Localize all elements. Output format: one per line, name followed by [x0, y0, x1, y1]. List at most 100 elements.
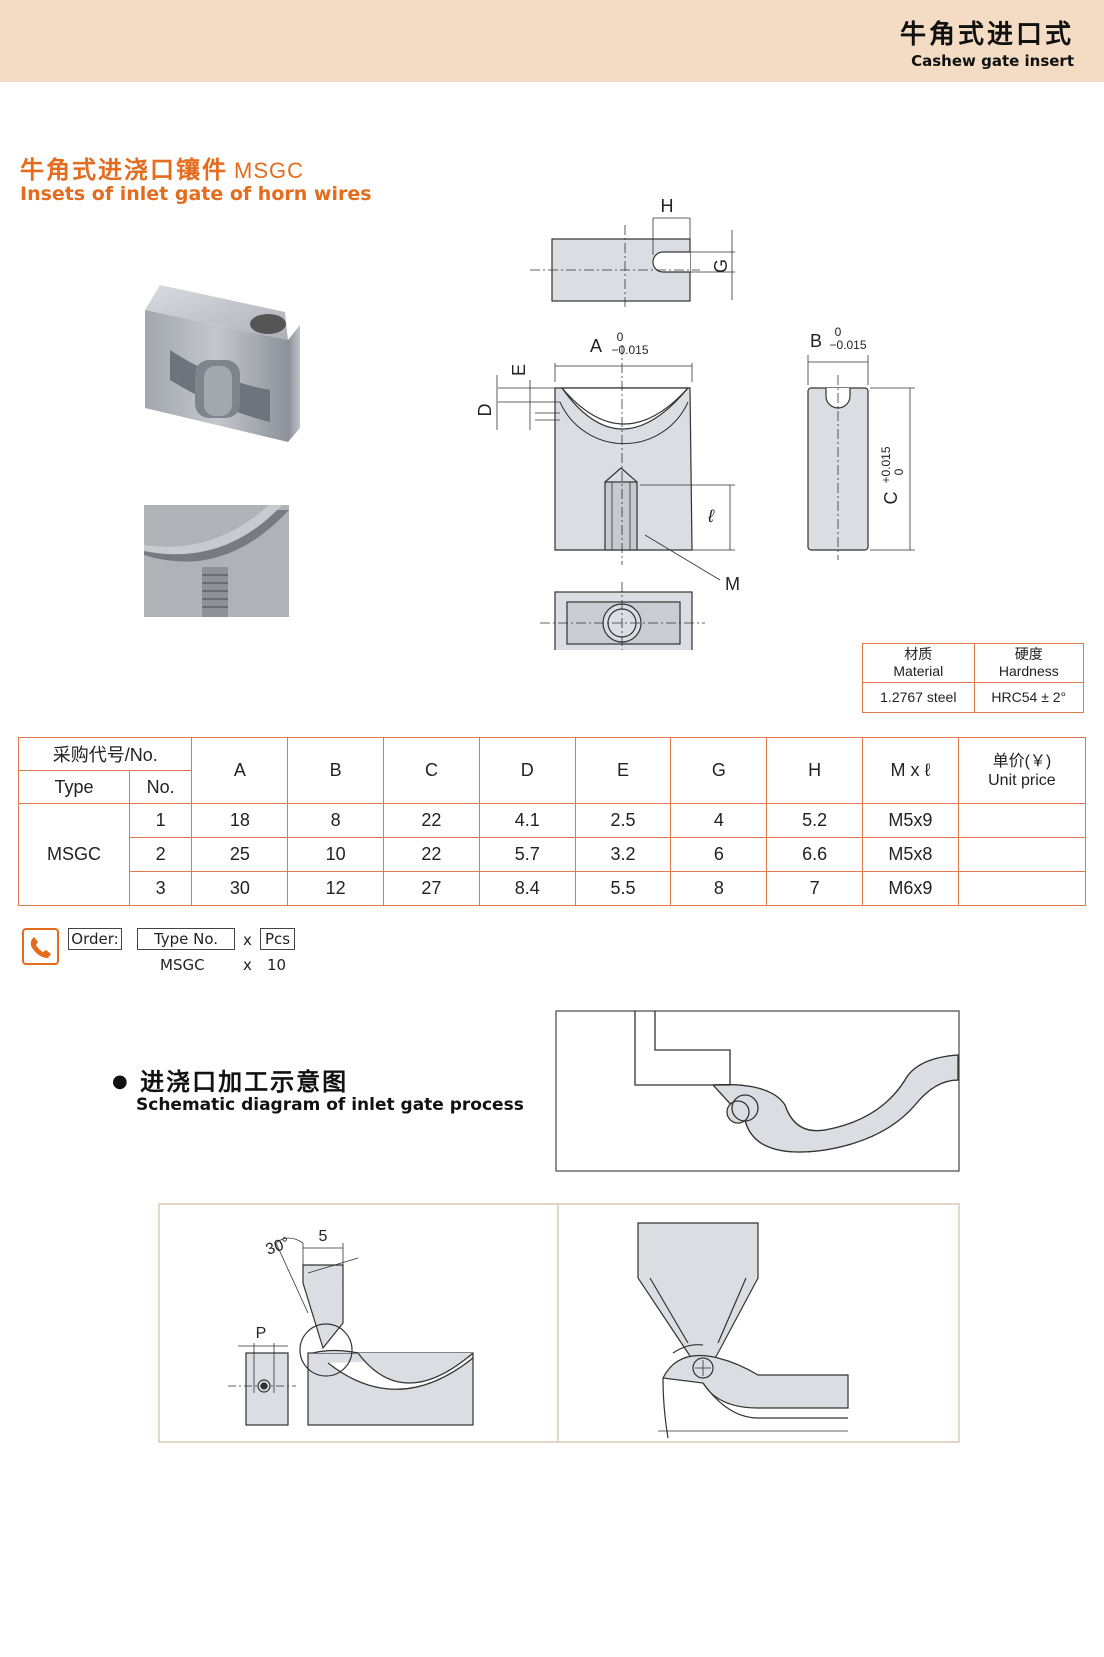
- type-cell: MSGC: [18, 803, 130, 906]
- price-en: Unit price: [988, 771, 1056, 789]
- schematic-diagram-1: [555, 1010, 960, 1172]
- top-view: [530, 217, 735, 310]
- cell-a: 30: [191, 871, 289, 906]
- cell-no: 1: [128, 803, 193, 838]
- schematic-title-cn: ● 进浇口加工示意图: [112, 1062, 348, 1097]
- dim-b: B: [810, 331, 822, 351]
- header-no-short: No.: [128, 770, 193, 804]
- table-row: 3 30 12 27 8.4 5.5 8 7 M6x9: [19, 871, 1087, 906]
- col-c: C: [383, 737, 480, 804]
- order-type-label: Type No.: [137, 928, 235, 950]
- cell-m: M5x9: [862, 803, 959, 838]
- tol-a-bottom: −0.015: [611, 343, 648, 357]
- cell-price: [957, 837, 1087, 872]
- cell-h: 7: [766, 871, 864, 906]
- tol-c-top: +0.015: [879, 446, 893, 483]
- tool-diagram-right: [637, 1222, 849, 1439]
- header-title-en: Cashew gate insert: [911, 52, 1074, 70]
- cell-b: 8: [287, 803, 385, 838]
- table-row: 2 25 10 22 5.7 3.2 6 6.6 M5x8: [19, 837, 1087, 872]
- material-header: 材质 Material: [862, 643, 975, 683]
- cell-price: [957, 871, 1087, 906]
- width-label: 5: [319, 1228, 328, 1245]
- section-code: MSGC: [234, 158, 304, 183]
- header-type: Type: [18, 770, 130, 804]
- cell-b: 10: [287, 837, 385, 872]
- col-b: B: [287, 737, 385, 804]
- dim-h: H: [661, 196, 674, 216]
- order-x-2: x: [243, 956, 252, 974]
- technical-drawing: H G A B D E C M ℓ 0 −0.015 0 −0.015 +0.0…: [475, 196, 915, 650]
- side-view: [807, 355, 915, 560]
- dim-ell: ℓ: [707, 506, 715, 526]
- cell-g: 4: [670, 803, 768, 838]
- cell-d: 8.4: [478, 871, 576, 906]
- cell-e: 5.5: [574, 871, 672, 906]
- cell-h: 5.2: [766, 803, 864, 838]
- table-row: MSGC 1 18 8 22 4.1 2.5 4 5.2 M5x9: [18, 803, 1087, 906]
- product-photo: [145, 285, 300, 442]
- dim-a: A: [590, 336, 602, 356]
- cell-c: 22: [383, 803, 480, 838]
- cell-e: 3.2: [574, 837, 672, 872]
- tol-b-top: 0: [835, 325, 842, 339]
- order-label: Order:: [68, 928, 122, 950]
- tol-a-top: 0: [617, 330, 624, 344]
- hardness-header: 硬度 Hardness: [973, 643, 1085, 683]
- material-header-cn: 材质: [904, 646, 933, 662]
- cell-h: 6.6: [766, 837, 864, 872]
- cell-b: 12: [287, 871, 385, 906]
- cell-g: 8: [670, 871, 768, 906]
- schematic-title-en: Schematic diagram of inlet gate process: [136, 1095, 524, 1115]
- p-label: P: [256, 1325, 267, 1342]
- material-value: 1.2767 steel: [862, 682, 975, 713]
- header-band: 牛角式进口式 Cashew gate insert: [0, 0, 1104, 82]
- order-pcs-value: 10: [267, 956, 287, 974]
- hardness-header-cn: 硬度: [1014, 646, 1043, 662]
- cell-m: M5x8: [862, 837, 959, 872]
- cell-no: 3: [128, 871, 193, 906]
- col-h: H: [766, 737, 864, 804]
- cell-a: 25: [191, 837, 289, 872]
- spec-table: 采购代号/No. A B C D E G H M x ℓ 单价(￥) Unit …: [17, 737, 1087, 906]
- section-title-cn-text: 牛角式进浇口镶件: [20, 156, 228, 184]
- section-title-en: Insets of inlet gate of horn wires: [20, 183, 372, 205]
- order-x: x: [243, 931, 252, 949]
- col-price: 单价(￥) Unit price: [957, 737, 1087, 804]
- bottom-view: [540, 582, 705, 650]
- phone-icon: [22, 928, 59, 965]
- schematic-title-cn-text: 进浇口加工示意图: [140, 1068, 349, 1096]
- cell-d: 4.1: [478, 803, 576, 838]
- tool-diagram-left: [228, 1237, 474, 1426]
- dim-c: C: [881, 492, 901, 505]
- cell-m: M6x9: [862, 871, 959, 906]
- col-g: G: [670, 737, 768, 804]
- hardness-header-en: Hardness: [998, 663, 1059, 679]
- cell-c: 27: [383, 871, 480, 906]
- dim-m: M: [725, 574, 740, 594]
- col-m: M x ℓ: [862, 737, 959, 804]
- order-pcs-label: Pcs: [260, 928, 295, 950]
- cell-g: 6: [670, 837, 768, 872]
- material-table: 材质 Material 硬度 Hardness 1.2767 steel HRC…: [862, 643, 1085, 713]
- cell-e: 2.5: [574, 803, 672, 838]
- front-view: [496, 345, 735, 581]
- closeup-photo: [144, 505, 289, 617]
- col-e: E: [574, 737, 672, 804]
- cell-a: 18: [191, 803, 289, 838]
- col-a: A: [191, 737, 289, 804]
- dim-e: E: [509, 364, 529, 376]
- price-cn: 单价(￥): [992, 752, 1052, 770]
- dim-d: D: [475, 404, 495, 417]
- order-type-value: MSGC: [160, 956, 205, 974]
- bullet-icon: ●: [112, 1071, 130, 1092]
- schematic-diagram-2: 30° 5 P: [158, 1203, 960, 1443]
- cell-d: 5.7: [478, 837, 576, 872]
- dim-g: G: [711, 259, 731, 273]
- tol-c-bottom: 0: [892, 468, 906, 475]
- cell-price: [957, 803, 1087, 838]
- material-header-en: Material: [893, 663, 944, 679]
- header-no: 采购代号/No.: [17, 737, 193, 771]
- cell-c: 22: [383, 837, 480, 872]
